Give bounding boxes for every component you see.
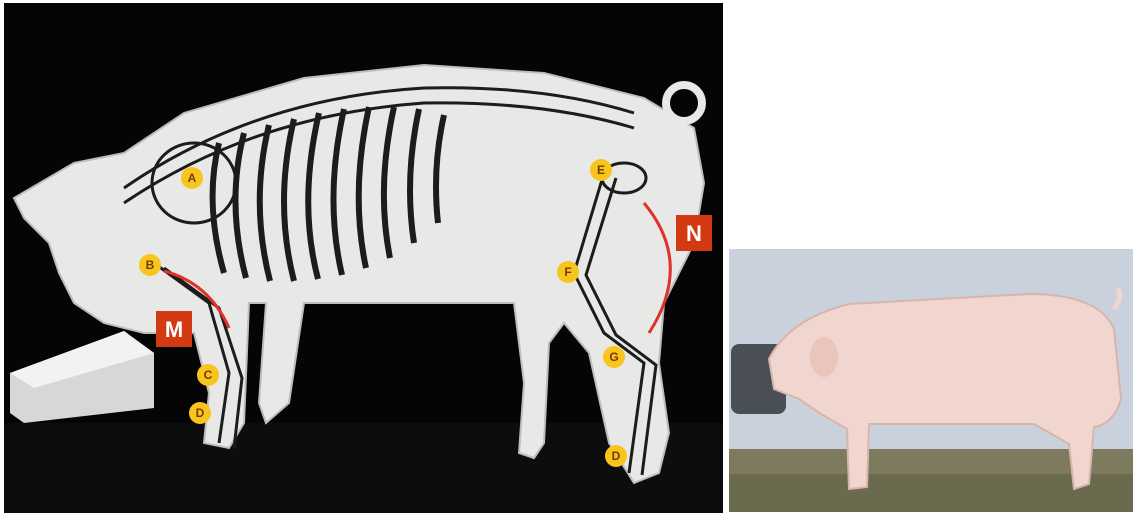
svg-text:A: A [188,171,197,185]
svg-text:C: C [204,368,213,382]
skeleton-diagram-image: A B C D E F G D [4,3,723,513]
svg-text:B: B [146,258,155,272]
svg-text:G: G [609,350,618,364]
angle-tag-m: M [156,311,192,347]
svg-text:N: N [686,221,702,246]
point-marker-e: E [590,159,612,181]
svg-text:E: E [597,163,605,177]
point-marker-g: G [603,346,625,368]
point-marker-f: F [557,261,579,283]
pig-photo-svg [729,249,1133,512]
pig-photo [729,249,1133,512]
point-marker-d-rear: D [605,445,627,467]
point-marker-d-front: D [189,402,211,424]
svg-text:M: M [165,317,183,342]
svg-text:D: D [612,449,621,463]
svg-text:F: F [564,265,571,279]
point-marker-c: C [197,364,219,386]
svg-text:D: D [196,406,205,420]
point-marker-a: A [181,167,203,189]
angle-tag-n: N [676,215,712,251]
point-marker-b: B [139,254,161,276]
skeleton-diagram-svg: A B C D E F G D [4,3,723,513]
